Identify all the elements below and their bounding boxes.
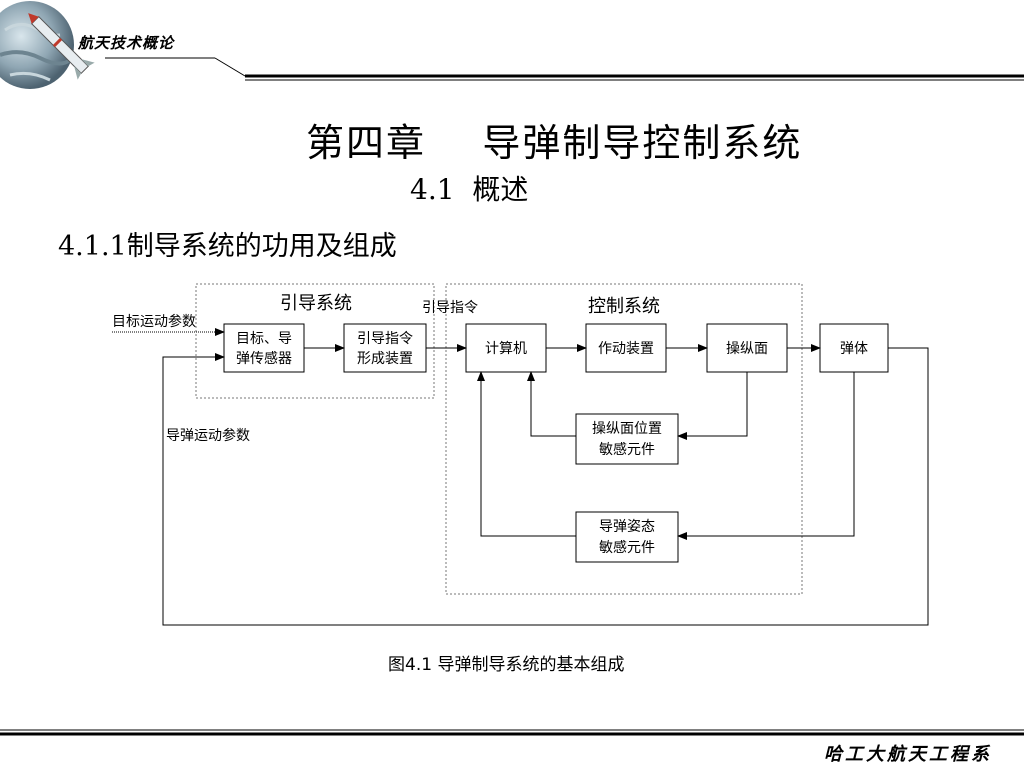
subsection-title: 4.1.1制导系统的功用及组成: [58, 231, 397, 262]
globe-rocket-logo: [0, 1, 95, 89]
footer-rule: [0, 729, 1024, 736]
control-group-frame: [445, 283, 803, 595]
missile-params-label: 导弹运动参数: [166, 427, 250, 444]
section-title: 4.1 概述: [410, 173, 529, 206]
attitude-sensor-box-line2: 敏感元件: [599, 539, 655, 556]
chapter-title: 第四章 导弹制导控制系统: [306, 121, 803, 165]
control-surface-box-label: 操纵面: [726, 341, 768, 357]
missile-body-box: [819, 323, 889, 373]
control-surface-box: [706, 323, 788, 373]
missile-body-box-label: 弹体: [840, 341, 868, 357]
institution-label: 哈工大航天工程系: [824, 744, 992, 765]
control-group-label: 控制系统: [588, 296, 660, 317]
attitude-sensor-box-line1: 导弹姿态: [599, 519, 655, 535]
command-box-line1: 引导指令: [357, 331, 413, 347]
command-box-line2: 形成装置: [357, 351, 413, 367]
surface-sensor-box-line2: 敏感元件: [599, 441, 655, 458]
arrow-attitude-sensor-to-computer: [477, 371, 576, 537]
sensor-box-line2: 弹传感器: [236, 350, 292, 367]
header-rule: [105, 57, 1024, 81]
guidance-command-label: 引导指令: [422, 300, 478, 316]
computer-box-label: 计算机: [485, 341, 527, 357]
target-params-label: 目标运动参数: [112, 313, 196, 330]
arrow-surface-to-surface-sensor: [677, 372, 748, 440]
sensor-box-line1: 目标、导: [236, 331, 292, 347]
surface-sensor-box-line1: 操纵面位置: [592, 421, 662, 437]
actuator-box-label: 作动装置: [598, 341, 654, 357]
figure-caption: 图4.1 导弹制导系统的基本组成: [388, 655, 625, 675]
arrow-outer-loop: [162, 347, 929, 626]
guidance-group-label: 引导系统: [280, 293, 352, 314]
command-box: [343, 323, 427, 373]
actuator-box: [585, 323, 667, 373]
course-title: 航天技术概论: [78, 34, 175, 52]
arrow-surface-sensor-to-computer: [527, 371, 576, 437]
arrow-body-to-attitude-sensor: [677, 372, 855, 540]
